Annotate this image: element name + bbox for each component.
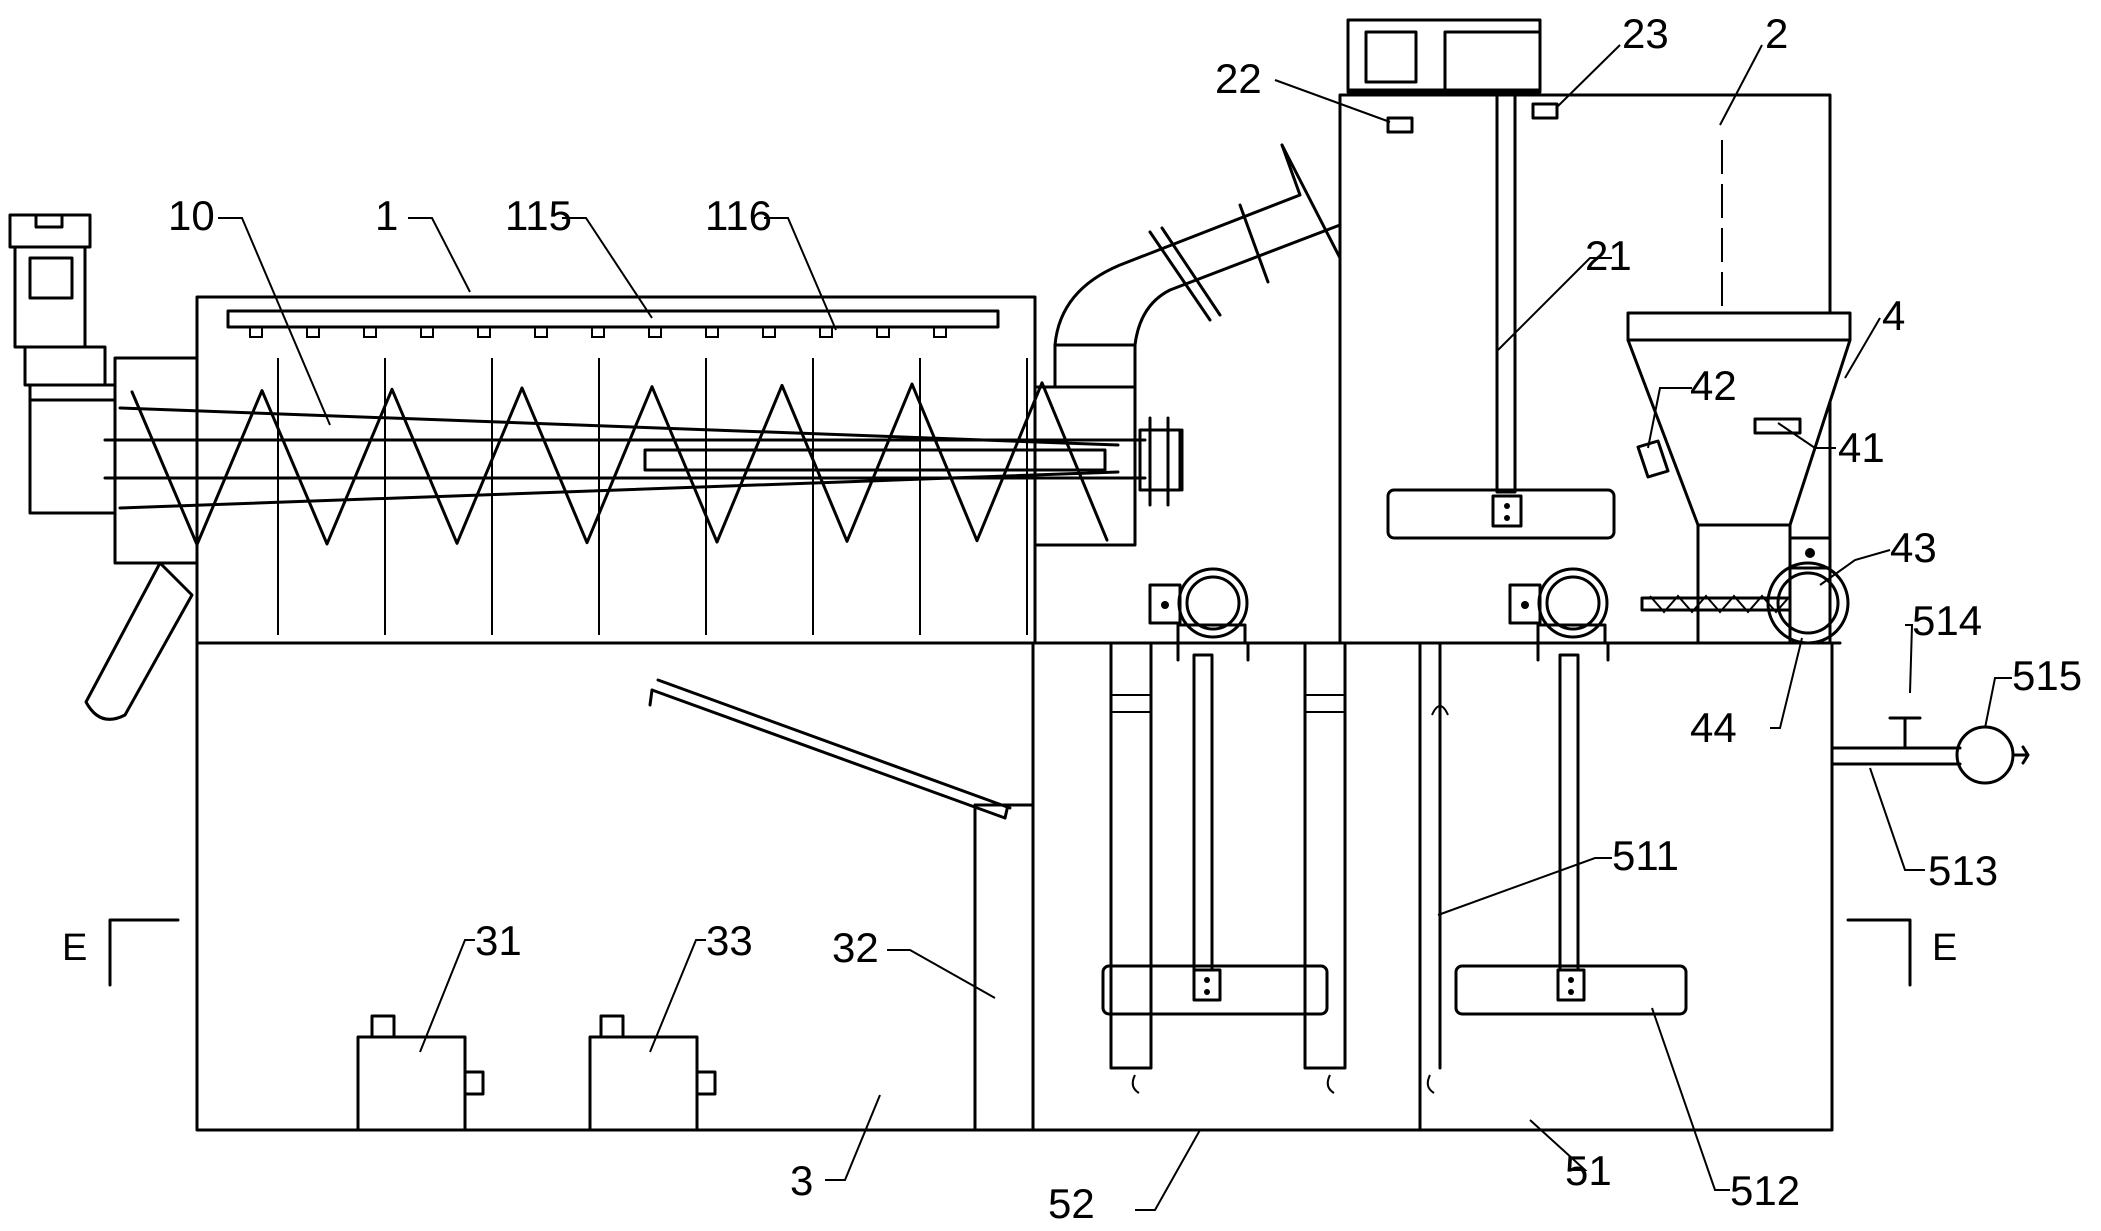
section-mark-right: E xyxy=(1846,918,1957,987)
spray-nozzle xyxy=(933,326,947,338)
label-2: 2 xyxy=(1765,10,1788,57)
spray-nozzle xyxy=(249,326,263,338)
pump-33 xyxy=(588,1014,717,1132)
leader-lines xyxy=(218,44,2012,1211)
label-512: 512 xyxy=(1730,1167,1800,1214)
hopper-4 xyxy=(1626,311,1852,645)
spray-nozzle xyxy=(819,326,833,338)
spray-nozzle xyxy=(876,326,890,338)
pump-31 xyxy=(356,1014,485,1132)
label-51: 51 xyxy=(1565,1147,1612,1194)
spray-nozzle xyxy=(420,326,434,338)
screw-press xyxy=(8,213,1184,721)
spray-nozzle xyxy=(705,326,719,338)
label-33: 33 xyxy=(706,917,753,964)
spray-nozzle xyxy=(648,326,662,338)
label-1: 1 xyxy=(375,192,398,239)
spray-nozzle xyxy=(306,326,320,338)
label-3: 3 xyxy=(790,1157,813,1204)
label-22: 22 xyxy=(1215,55,1262,102)
transfer-duct xyxy=(1053,143,1342,389)
base-tank xyxy=(195,641,1834,1132)
label-116: 116 xyxy=(705,192,772,239)
label-42: 42 xyxy=(1690,362,1737,409)
spray-nozzle xyxy=(762,326,776,338)
section-mark-left: E xyxy=(62,918,180,987)
label-31: 31 xyxy=(475,917,522,964)
label-515: 515 xyxy=(2012,652,2082,699)
spray-nozzle xyxy=(363,326,377,338)
label-513: 513 xyxy=(1928,847,1998,894)
label-44: 44 xyxy=(1690,704,1737,751)
label-4: 4 xyxy=(1882,292,1905,339)
spray-nozzle xyxy=(534,326,548,338)
label-23: 23 xyxy=(1622,10,1669,57)
spray-nozzle xyxy=(477,326,491,338)
label-52: 52 xyxy=(1048,1180,1095,1227)
label-43: 43 xyxy=(1890,524,1937,571)
outlet-assembly xyxy=(1830,716,2030,785)
spray-nozzle xyxy=(591,326,605,338)
label-514: 514 xyxy=(1912,597,1982,644)
tank-52 xyxy=(1101,567,1347,1094)
label-32: 32 xyxy=(832,924,879,971)
label-10: 10 xyxy=(168,192,215,239)
section-label-right: E xyxy=(1932,927,1957,969)
label-115: 115 xyxy=(505,192,572,239)
section-label-left: E xyxy=(62,927,87,969)
part-labels: 10 1 115 116 22 23 2 21 4 42 41 43 44 51… xyxy=(168,10,2082,1227)
tank-3 xyxy=(356,678,1035,1132)
label-511: 511 xyxy=(1612,832,1679,879)
label-41: 41 xyxy=(1838,424,1885,471)
label-21: 21 xyxy=(1585,232,1632,279)
